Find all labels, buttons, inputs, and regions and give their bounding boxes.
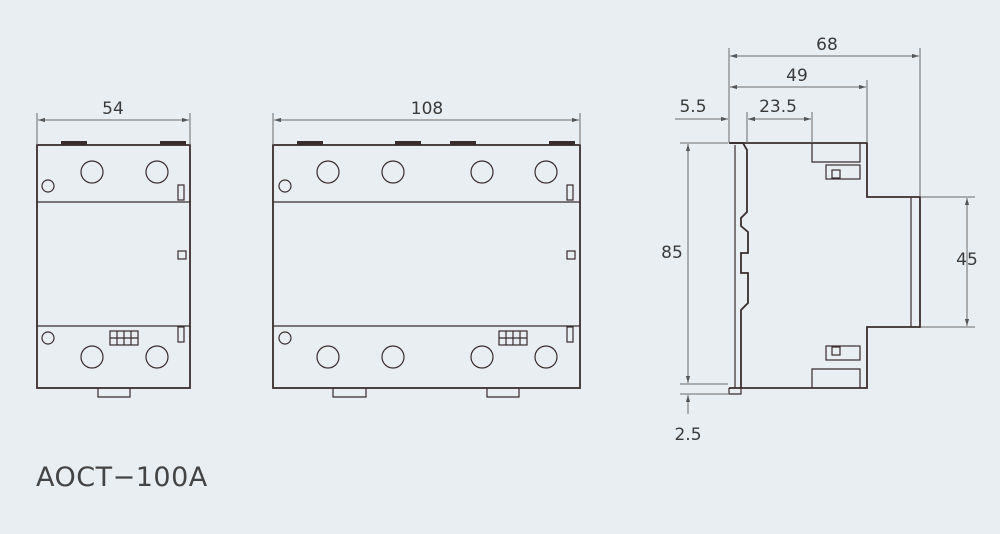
dim-side-49: 49 (730, 66, 868, 143)
dim-side-45: 45 (921, 196, 978, 328)
dim-label-23-5: 23.5 (759, 97, 797, 117)
front-view-2p (36, 141, 191, 398)
dim-label-54: 54 (102, 99, 124, 119)
dim-front-4p-width: 108 (272, 99, 581, 145)
dim-side-2-5: 2.5 (674, 393, 728, 445)
dim-label-85: 85 (661, 243, 683, 263)
side-view (728, 142, 921, 395)
dim-label-108: 108 (411, 99, 443, 119)
front-view-4p (272, 141, 581, 398)
dim-label-45: 45 (956, 250, 978, 270)
dim-front-2p-width: 54 (36, 99, 191, 145)
dim-label-2-5: 2.5 (674, 425, 701, 445)
dim-side-68: 68 (728, 35, 921, 197)
dim-side-5-5: 5.5 (675, 97, 760, 122)
dim-side-23-5: 23.5 (746, 97, 813, 143)
dim-label-68: 68 (816, 35, 838, 55)
dim-label-49: 49 (786, 66, 808, 86)
dim-label-5-5: 5.5 (679, 97, 706, 117)
dim-side-85: 85 (661, 142, 728, 385)
model-label: AOCT−100A (36, 462, 208, 493)
